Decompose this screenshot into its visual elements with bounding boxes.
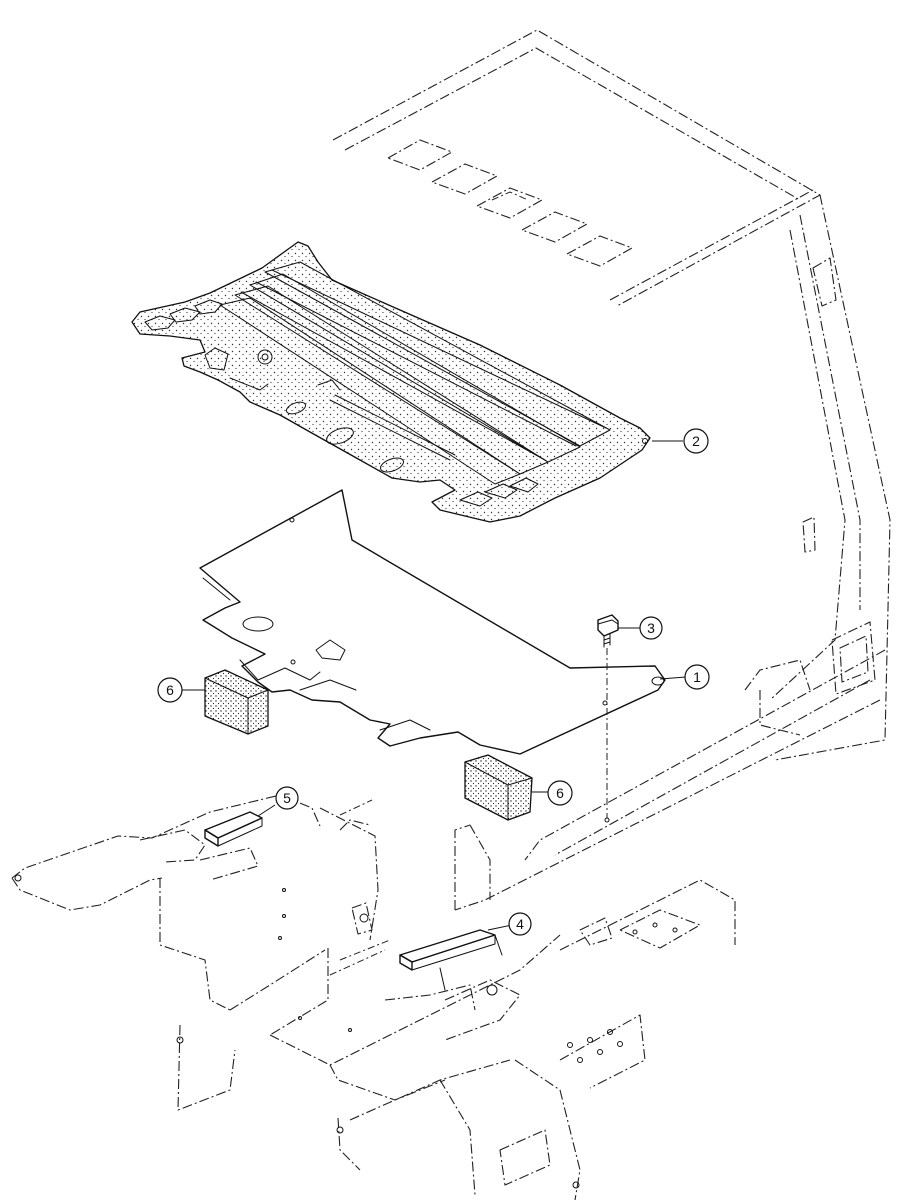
callout-4[interactable]: 4	[508, 912, 532, 936]
bolt[interactable]	[597, 614, 619, 823]
callout-circle	[275, 786, 299, 810]
insulation-sheet[interactable]	[199, 489, 666, 755]
floor-mat[interactable]	[131, 241, 651, 523]
callout-6-left[interactable]: 6	[157, 677, 183, 703]
callout-leaders	[181, 440, 687, 931]
sponge-block-right[interactable]	[464, 754, 533, 821]
bracket-left[interactable]	[204, 811, 263, 847]
sponge-block-left[interactable]	[204, 669, 269, 735]
callout-circle	[683, 428, 709, 454]
callout-5[interactable]: 5	[275, 786, 299, 810]
bracket-right[interactable]	[399, 929, 503, 991]
callout-label: 4	[516, 916, 524, 932]
callout-2[interactable]: 2	[683, 428, 709, 454]
callout-label: 3	[647, 620, 655, 636]
callout-circle	[684, 664, 710, 690]
callout-1[interactable]: 1	[684, 664, 710, 690]
callout-circle	[157, 677, 183, 703]
callout-label: 5	[283, 790, 291, 806]
callout-label: 1	[693, 669, 701, 685]
callout-circle	[639, 616, 663, 640]
callout-circle	[508, 912, 532, 936]
lower-chassis-outline	[11, 794, 736, 1200]
callout-label: 6	[556, 785, 564, 801]
callout-3[interactable]: 3	[639, 616, 663, 640]
callout-label: 6	[166, 682, 174, 698]
callout-circle	[547, 780, 573, 806]
cab-frame-outline	[332, 29, 891, 911]
callout-label: 2	[692, 433, 700, 449]
callout-6-right[interactable]: 6	[547, 780, 573, 806]
